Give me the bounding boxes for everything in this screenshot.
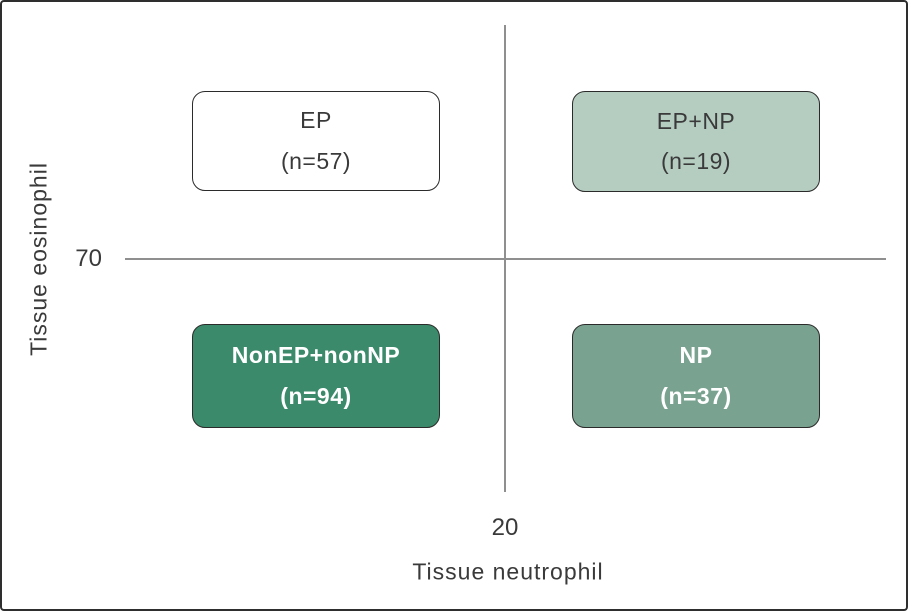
quadrant-count: (n=19) [660,148,732,175]
quadrant-count: (n=94) [280,383,352,410]
y-threshold-line [125,258,886,260]
quadrant-count: (n=57) [280,147,352,174]
quadrant-label: NonEP+nonNP [231,341,401,368]
quadrant-label: EP+NP [656,107,736,134]
y-threshold-value: 70 [75,245,102,272]
x-axis-label: Tissue neutrophil [412,558,604,585]
quadrant-box-ep-np: EP+NP (n=19) [572,91,820,192]
x-threshold-value: 20 [491,514,519,541]
quadrant-count: (n=37) [660,383,732,410]
quadrant-box-nonep-nonnp: NonEP+nonNP (n=94) [192,324,440,428]
quadrant-box-np: NP (n=37) [572,324,820,428]
quadrant-label: EP [300,107,332,134]
y-axis-label: Tissue eosinophil [25,162,52,356]
quadrant-label: NP [679,341,713,368]
quadrant-box-ep: EP (n=57) [192,91,440,191]
